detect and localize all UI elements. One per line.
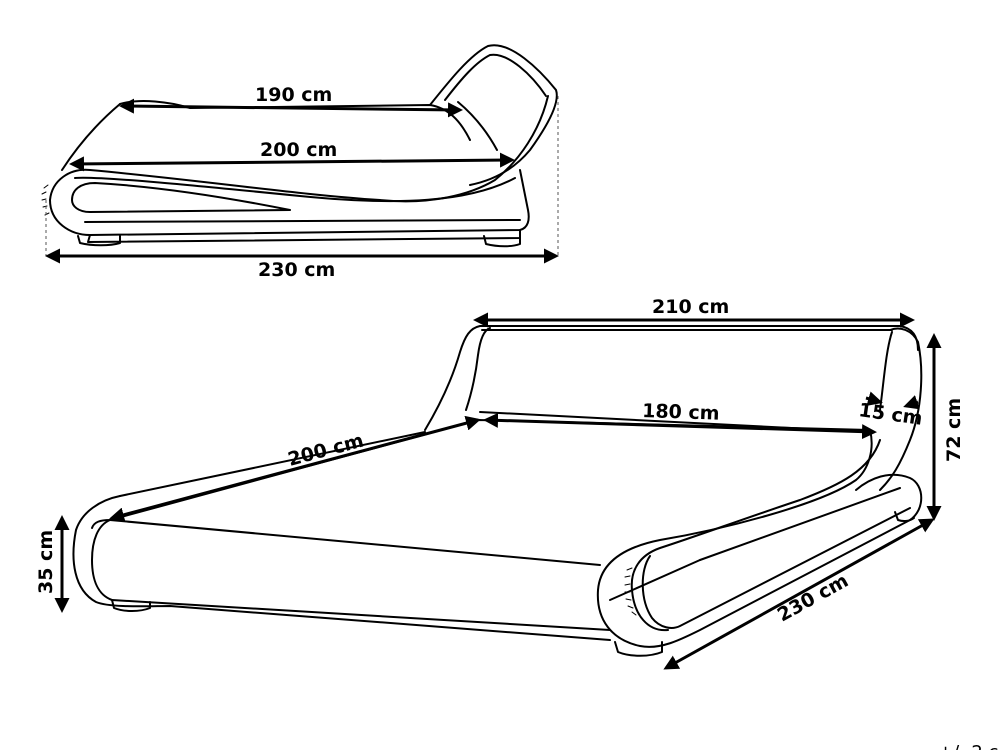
side-190-dimension-line: [119, 98, 463, 118]
length-230-dimension-line: [663, 518, 935, 670]
frame-15-dimension-line-2: [903, 395, 920, 410]
length-230-label: 230 cm: [774, 570, 852, 627]
mattress-200-dimension-line: [109, 415, 481, 523]
headboard-210-label: 210 cm: [652, 296, 729, 318]
mattress-200-label: 200 cm: [286, 430, 366, 471]
side-200-label: 200 cm: [260, 139, 337, 161]
side-190-label: 190 cm: [255, 84, 332, 106]
tolerance-note: +/- 2 cm: [938, 742, 1000, 750]
frame-15-dimension-line: [865, 391, 883, 406]
side-200-dimension-line: [69, 152, 515, 172]
mattress-180-dimension-line: [483, 412, 877, 440]
side-230-label: 230 cm: [258, 259, 335, 281]
height-72-label: 72 cm: [943, 398, 965, 462]
mattress-180-label: 180 cm: [642, 400, 720, 425]
height-35-label: 35 cm: [35, 530, 57, 594]
